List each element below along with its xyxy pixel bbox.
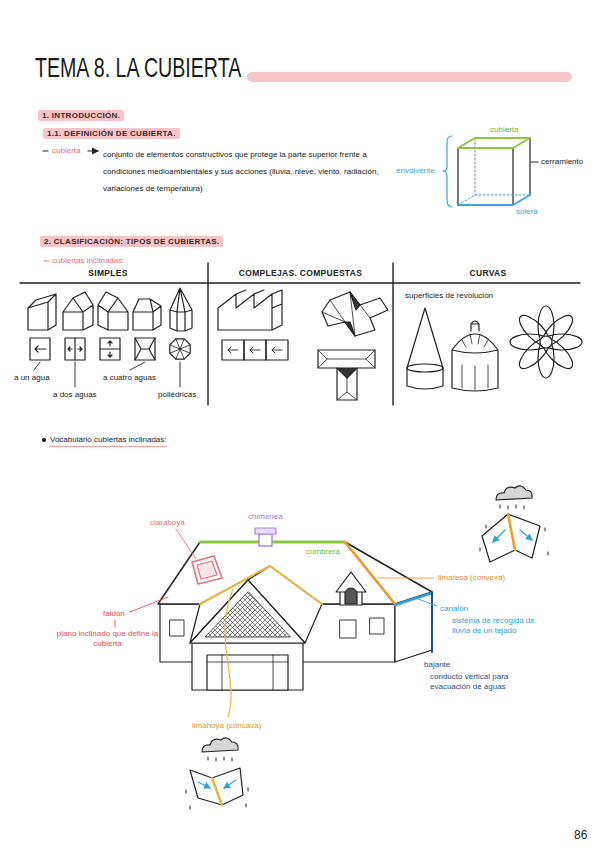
table-header: COMPLEJAS. COMPUESTAS [213,268,388,279]
part-label: limatesa (convexa) [438,573,505,583]
note-text: conducto vertical para evacuación de agu… [430,672,550,692]
roof-type-label: poliédricas [158,390,196,400]
part-label: solera [516,207,538,217]
part-label: chimenea [248,512,283,522]
part-label: claraboya [150,518,185,528]
roof-type-label: a un agua [14,373,50,383]
part-label: limahoya (cóncava) [192,721,261,731]
roof-type-label: a dos aguas [53,390,97,400]
part-label: cerramiento [541,157,583,167]
page-number: 86 [574,828,587,843]
heading-text: 2. CLASIFICACIÓN: TIPOS DE CUBIERTAS. [44,237,219,246]
list-item: cubiertas inclinadas: [52,256,124,266]
part-label: cubierta [490,125,518,135]
page-title: TEMA 8. LA CUBIERTA [35,52,241,84]
table-header: CURVAS [398,268,578,279]
heading-band: 1. INTRODUCCIÓN. [38,110,124,121]
section-label: Vocabulario cubiertas inclinadas: [50,435,167,447]
heading-band: 2. CLASIFICACIÓN: TIPOS DE CUBIERTAS. [40,236,223,247]
heading-text: 1. INTRODUCCIÓN. [42,111,120,120]
note-text: plano inclinado que define la cubierta [55,629,160,649]
part-label: faldón [103,609,125,619]
roof-type-label: a cuatro aguas [103,373,156,383]
part-label: envolvente [396,166,435,176]
part-label: canalón [440,604,468,614]
heading-text: 1.1. DEFINICIÓN DE CUBIERTA. [47,129,176,138]
part-label: cumbrera [306,547,340,557]
table-header: SIMPLES [28,268,188,279]
term-label: cubierta [52,146,80,156]
part-label: bajante [424,660,450,670]
definition-text: conjunto de elementos constructivos que … [103,146,393,197]
note-text: sistema de recogida de lluvia de un teja… [452,616,552,636]
title-bar [247,72,572,82]
heading-band: 1.1. DEFINICIÓN DE CUBIERTA. [43,128,180,139]
note-text: superficies de revolución [405,291,493,301]
